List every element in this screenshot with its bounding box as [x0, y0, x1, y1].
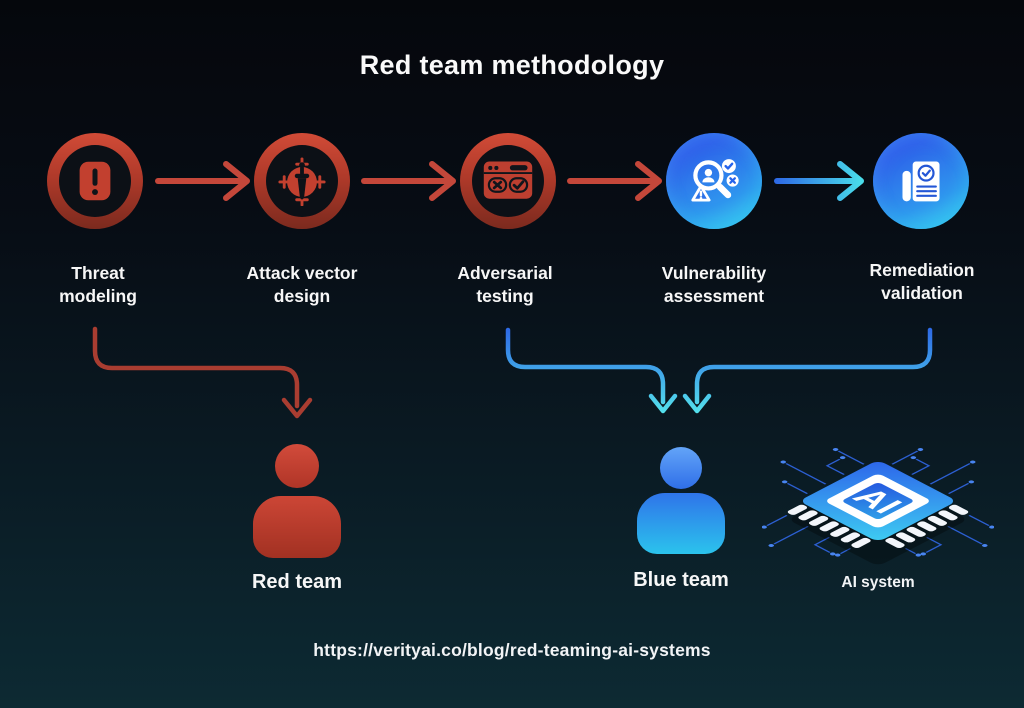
step-circle-remediation-validation [873, 133, 969, 229]
blue-person-icon [660, 447, 702, 489]
connector-blue-team-right [682, 327, 933, 414]
page-title: Red team methodology [359, 50, 665, 80]
browser-test-icon [483, 161, 533, 199]
ai-system-label: AI system [841, 574, 915, 591]
step-circle-threat-modeling [47, 133, 143, 229]
document-check-icon [902, 161, 940, 202]
connector-red-team [92, 326, 313, 419]
arrow-step1-step2 [155, 161, 250, 201]
step-circle-adversarial-testing [460, 133, 556, 229]
step-circle-attack-vector [254, 133, 350, 229]
chip-ai-text: AI [844, 484, 911, 519]
crosshair-dagger-icon [278, 157, 326, 206]
arrow-step4-step5 [774, 161, 864, 201]
arrow-step3-step4 [567, 161, 662, 201]
alert-icon [79, 161, 111, 201]
arrow-step2-step3 [361, 161, 456, 201]
audit-magnifier-icon [691, 159, 739, 202]
ai-chip-icon: AI [762, 448, 994, 565]
footer-url: https://verityai.co/blog/red-teaming-ai-… [313, 640, 711, 660]
step-circle-vulnerability-assessment [666, 133, 762, 229]
connector-blue-team-left [505, 327, 678, 414]
red-team-label: Red team [251, 571, 343, 593]
red-person-icon [275, 444, 319, 488]
blue-team-label: Blue team [633, 569, 729, 591]
